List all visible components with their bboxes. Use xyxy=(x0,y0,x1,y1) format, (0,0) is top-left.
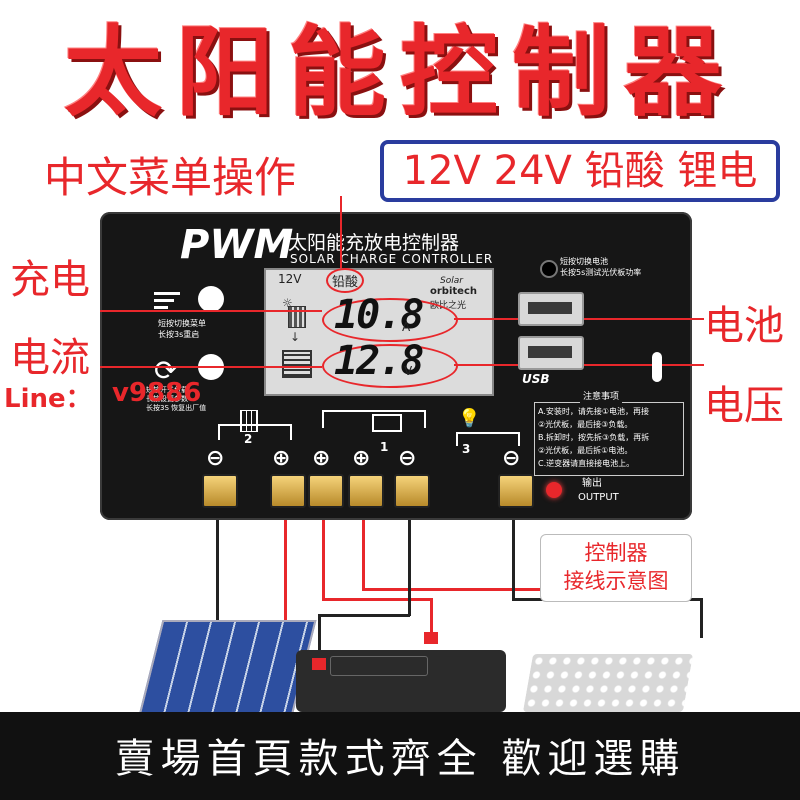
bottom-banner-text: 賣場首頁款式齊全 歡迎選購 xyxy=(114,736,686,782)
bottom-banner xyxy=(0,712,800,800)
terminal-load-plus xyxy=(348,474,384,508)
terminal-number-1: 1 xyxy=(380,440,389,454)
terminal-battery-minus xyxy=(394,474,430,508)
arrow-down-icon: ↓ xyxy=(290,330,301,344)
lamp-icon: 💡 xyxy=(458,408,481,429)
sun-icon: ☼ xyxy=(282,296,293,310)
switch-text: 短按切换电池 长按5s测试光伏板功率 xyxy=(560,257,642,277)
wire-battery-plus-h xyxy=(322,598,432,601)
terminal-load-minus xyxy=(498,474,534,508)
lcd-current-unit: A xyxy=(402,320,411,334)
menu-icon xyxy=(154,292,182,310)
battery-label: 电池 xyxy=(704,303,784,349)
battery-icon xyxy=(282,350,312,378)
battery-red-terminal-2 xyxy=(424,632,438,644)
battery-bracket xyxy=(322,410,426,428)
usb-port-2 xyxy=(518,336,584,370)
terminal-number-3: 3 xyxy=(462,442,471,456)
load-plus-symbol: ⊕ xyxy=(352,446,371,471)
load-bracket xyxy=(456,432,520,446)
menu-button-text: 短按切换菜单 长按3s重启 xyxy=(158,319,206,339)
spec-box: 12V 24V 铅酸 锂电 xyxy=(380,140,780,202)
solar-terminal-icon xyxy=(240,410,258,432)
chinese-menu-label: 中文菜单操作 xyxy=(44,153,297,202)
usb-port-1 xyxy=(518,292,584,326)
wire-battery-minus-h xyxy=(318,614,410,617)
current-pointer-line xyxy=(100,366,322,368)
output-led xyxy=(546,482,562,498)
watermark-line: Line： xyxy=(4,384,92,414)
pwm-brand: PWM xyxy=(180,222,294,268)
charge-label: 充电 xyxy=(10,257,90,303)
notes-body: A.安装时，请先接①电池，再接 ②光伏板，最后接③负载。 B.拆卸时，按先拆③负… xyxy=(538,407,650,468)
lcd-voltage-value: 12.8 xyxy=(334,338,424,384)
lcd-battery-type: 铅酸 xyxy=(326,268,365,293)
notes-title: 注意事项 xyxy=(580,392,623,403)
battery-terminal-icon xyxy=(372,414,402,432)
battery-red-terminal xyxy=(312,658,326,670)
solar-panel-image xyxy=(137,620,317,720)
charge-pointer-line xyxy=(100,310,322,312)
wire-load-minus xyxy=(512,520,515,600)
voltage-label: 电压 xyxy=(704,383,784,429)
lcd-current-value: 10.8 xyxy=(334,292,424,338)
output-label-en: OUTPUT xyxy=(578,492,619,503)
wire-battery-plus xyxy=(322,520,325,600)
mount-slot xyxy=(652,352,662,382)
terminal-battery-plus xyxy=(308,474,344,508)
wiring-caption: 控制器 接线示意图 xyxy=(540,534,692,602)
menu-button[interactable] xyxy=(198,286,224,312)
voltage-ring xyxy=(322,344,458,388)
load-button-text: 短按开关负载 长按设置参数 长按3S 恢复出厂值 xyxy=(146,386,207,412)
refresh-icon: ⟳ xyxy=(154,354,178,387)
wire-battery-minus-v xyxy=(318,614,321,660)
wire-solar-minus xyxy=(216,520,219,650)
wire-battery-minus xyxy=(408,520,411,616)
battery-plus-symbol: ⊕ xyxy=(312,446,331,471)
output-label-cn: 输出 xyxy=(582,478,602,489)
lcd-brand-top: Solar xyxy=(440,276,463,286)
lcd-brand-bottom: 欧比之光 xyxy=(430,301,467,311)
panel-title-en: SOLAR CHARGE CONTROLLER xyxy=(290,252,494,266)
menu-pointer-line xyxy=(340,196,342,268)
watermark-id: v9886 xyxy=(112,378,202,408)
terminal-solar-minus xyxy=(202,474,238,508)
current-label: 电流 xyxy=(10,335,90,381)
page-title: 太阳能控制器 xyxy=(63,15,736,130)
load-minus-symbol: ⊖ xyxy=(502,446,521,471)
current-ring xyxy=(322,298,458,342)
terminal-solar-plus xyxy=(270,474,306,508)
wire-load-plus xyxy=(362,520,365,590)
led-lamp-image xyxy=(522,654,694,712)
wire-battery-plus-v xyxy=(430,598,433,638)
usb-logo: USB xyxy=(522,372,550,386)
switch-knob[interactable] xyxy=(540,260,558,278)
wire-load-minus-v xyxy=(700,598,703,638)
panel-title-cn: 太阳能充放电控制器 xyxy=(288,232,460,254)
battery-image xyxy=(296,650,506,712)
battery-minus-symbol: ⊖ xyxy=(398,446,417,471)
battery-label-plate xyxy=(330,656,428,676)
lcd-voltage-mode: 12V xyxy=(278,272,302,286)
lcd-voltage-unit: V xyxy=(404,364,413,378)
solar-minus-symbol: ⊖ xyxy=(206,446,225,471)
wire-solar-plus xyxy=(284,520,287,630)
terminal-number-2: 2 xyxy=(244,432,253,446)
lcd-brand-mid: orbitech xyxy=(430,286,477,297)
solar-plus-symbol: ⊕ xyxy=(272,446,291,471)
